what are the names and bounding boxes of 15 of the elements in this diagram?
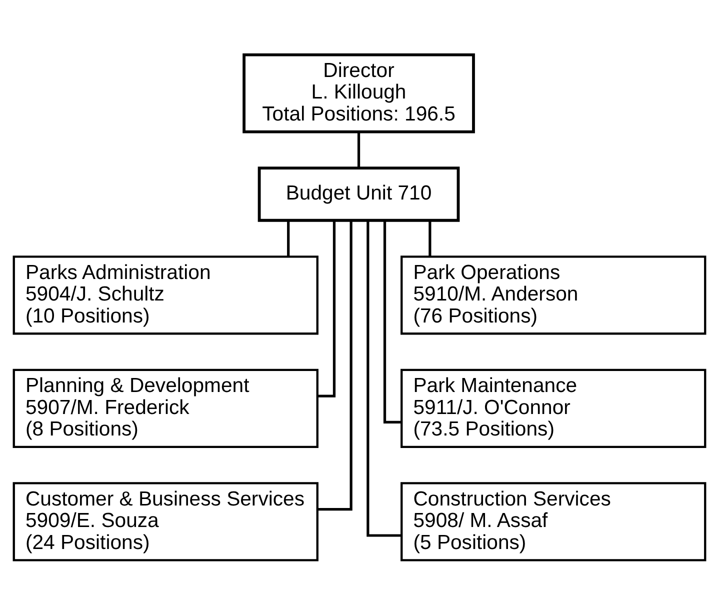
connector <box>366 220 402 536</box>
connector <box>287 220 290 256</box>
node-box: Planning & Development 5907/M. Frederick (8 Positions) <box>12 368 318 448</box>
connector <box>428 220 432 256</box>
node-box: Construction Services 5908/ M. Assaf (5 Positions) <box>400 482 706 561</box>
node-box: Director L. Killough Total Positions: 196.5 <box>242 52 475 133</box>
connector <box>383 220 402 424</box>
node-box: Customer & Business Services 5909/E. Souza (24 Positions) <box>12 482 318 561</box>
connector <box>317 220 336 397</box>
node-box: Budget Unit 710 <box>258 166 460 222</box>
node-box: Park Operations 5910/M. Anderson (76 Positions) <box>400 255 706 334</box>
node-box: Parks Administration 5904/J. Schultz (10 Positions) <box>12 255 318 334</box>
connector <box>317 220 352 510</box>
node-box: Park Maintenance 5911/J. O'Connor (73.5 Positions) <box>400 368 706 448</box>
connector <box>357 132 360 168</box>
